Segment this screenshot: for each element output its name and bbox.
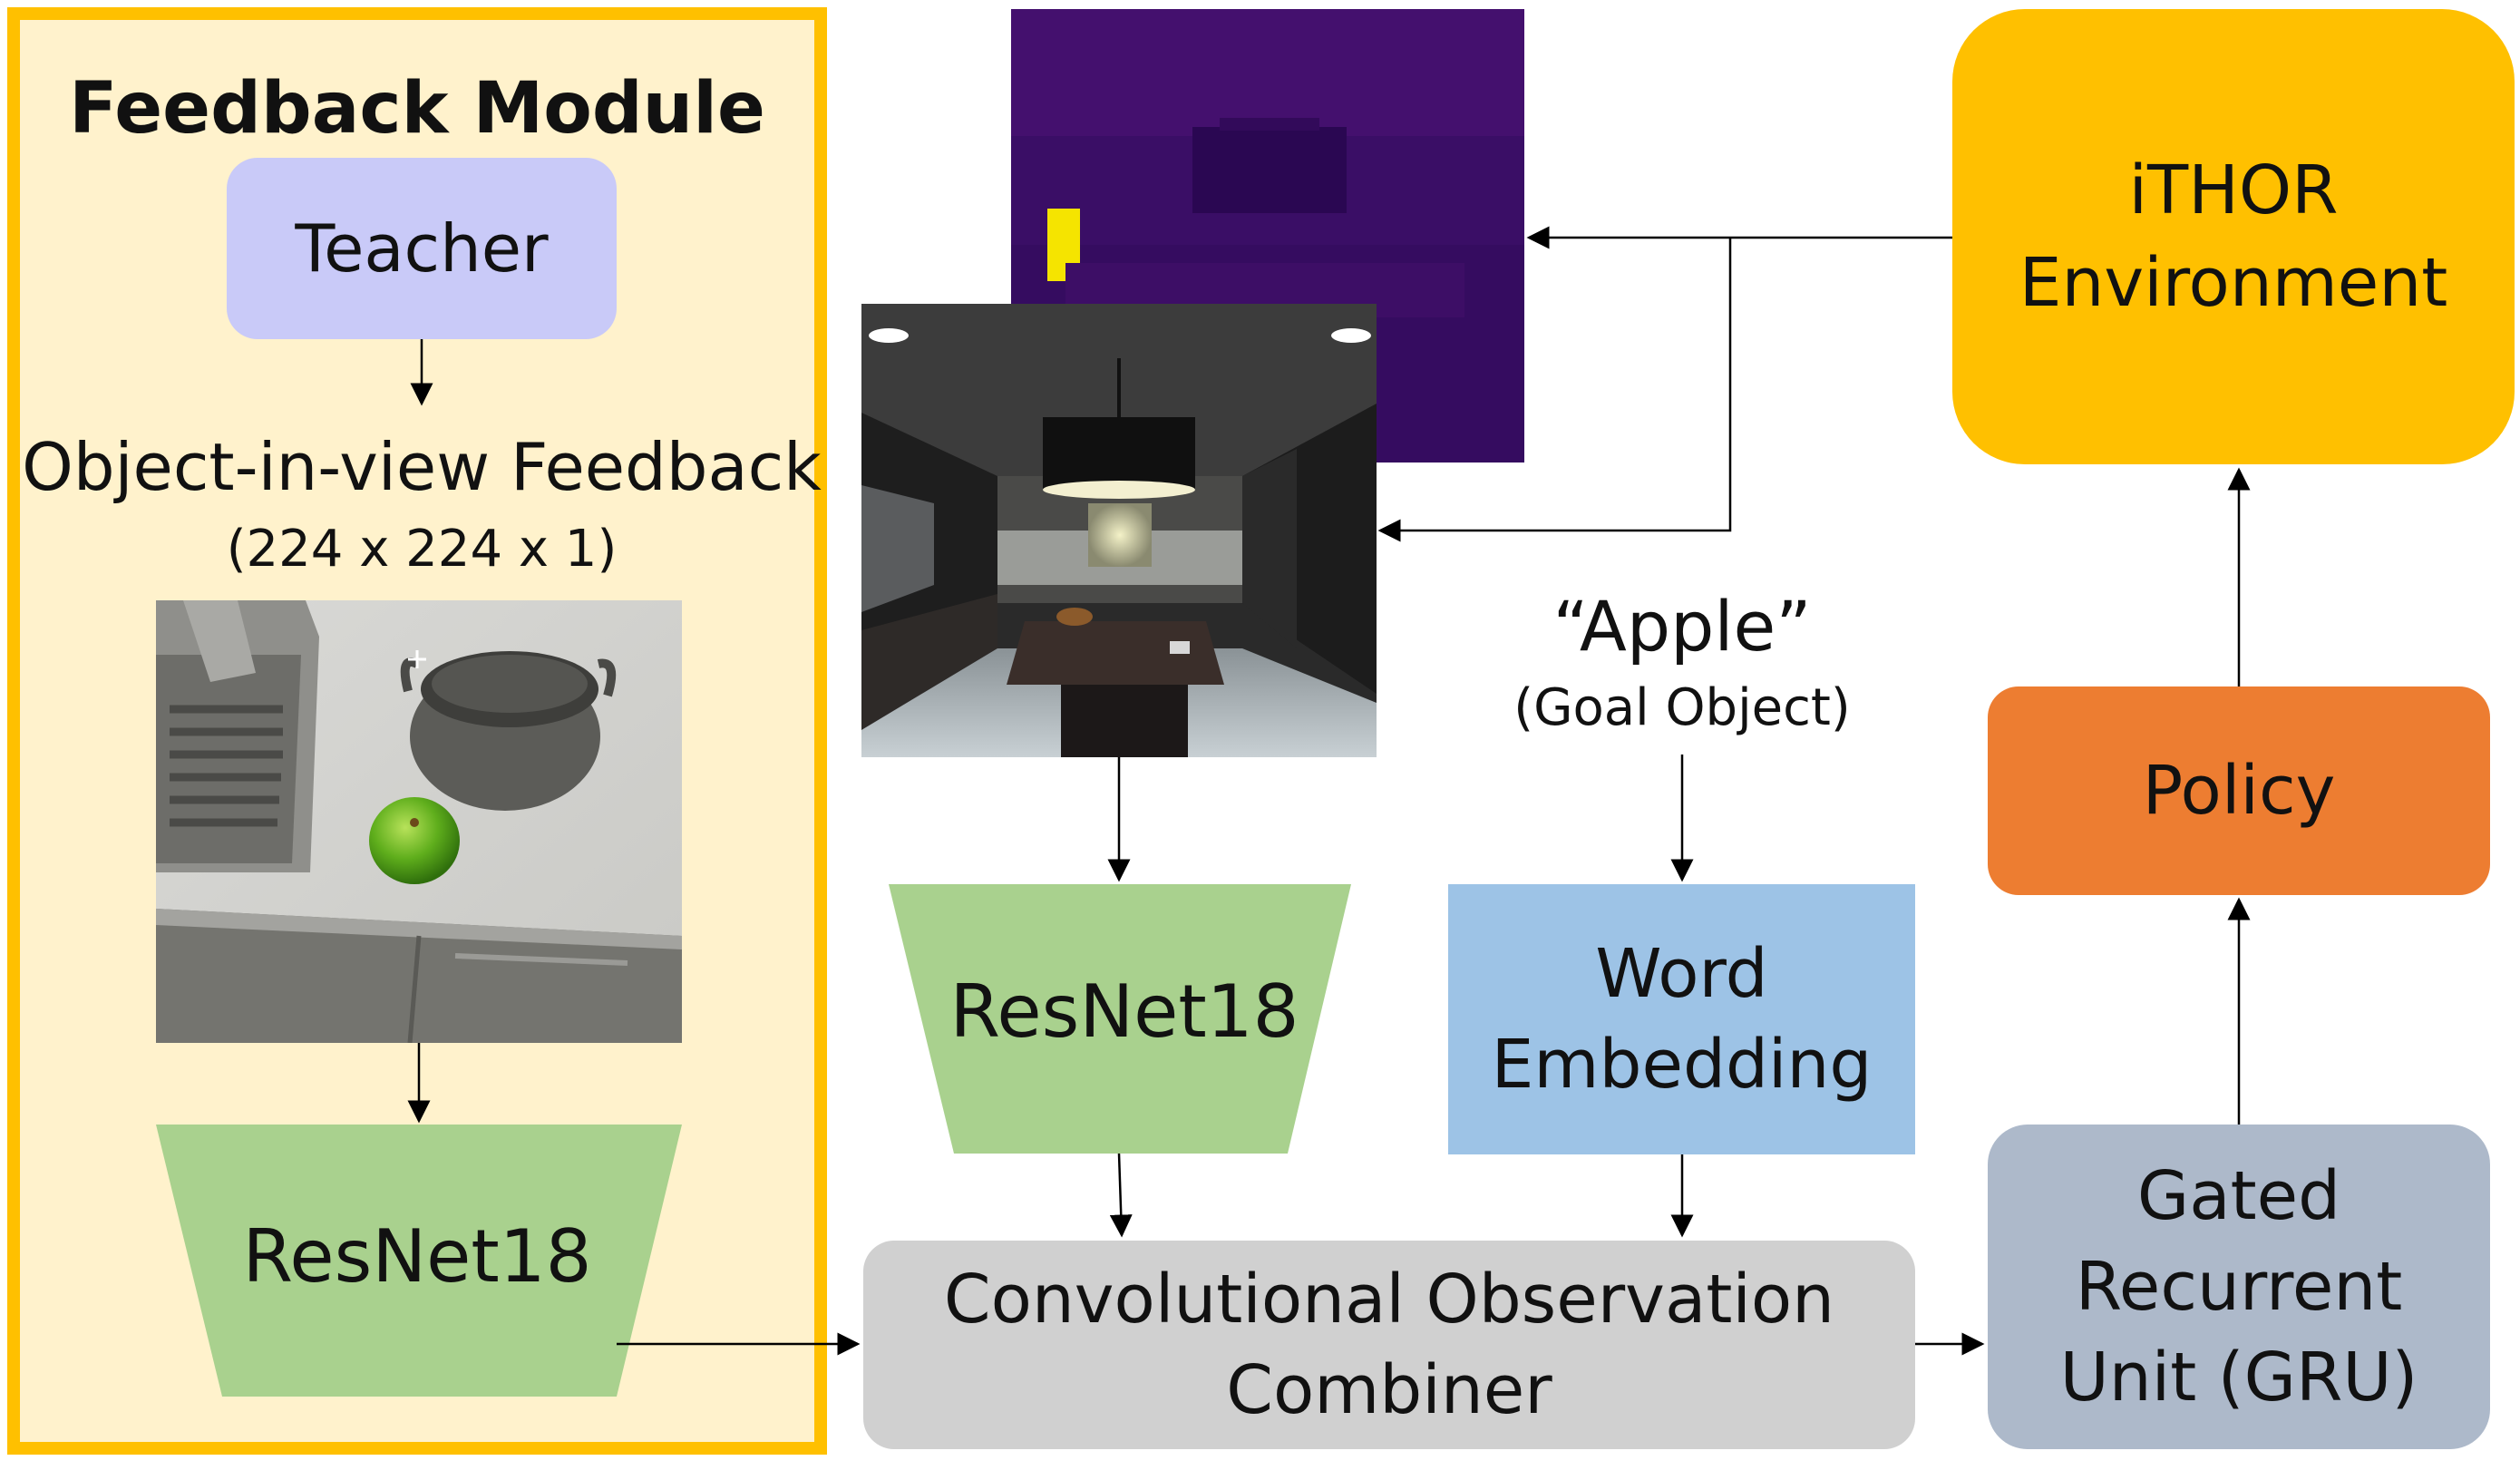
- rgb-observation-image: [861, 304, 1377, 757]
- goal-caption: (Goal Object): [1513, 677, 1851, 737]
- gru-line3: Unit (GRU): [2059, 1339, 2418, 1417]
- arrow-resnet-to-combiner: [1109, 1153, 1133, 1238]
- vision-resnet-trapezoid: [889, 884, 1351, 1154]
- gru-line2: Recurrent: [2075, 1248, 2403, 1326]
- object-in-view-feedback-label: Object-in-view Feedback: [22, 429, 822, 505]
- feedback-image-drawing: [156, 600, 682, 1043]
- word-embedding-box: Word Embedding: [1448, 884, 1915, 1154]
- gru-line1: Gated: [2136, 1157, 2341, 1235]
- ithor-environment-box: iTHOR Environment: [1952, 9, 2515, 464]
- arrow-environment-to-rgb: [1377, 238, 1732, 542]
- rgb-image-drawing: [861, 304, 1377, 757]
- combiner-line1: Convolutional Observation: [943, 1261, 1835, 1339]
- goal-word: “Apple”: [1552, 585, 1812, 667]
- word-embedding-line1: Word: [1595, 935, 1768, 1013]
- feedback-dimensions-label: (224 x 224 x 1): [226, 519, 618, 579]
- feedback-image: [156, 600, 682, 1043]
- word-embedding-line2: Embedding: [1491, 1026, 1873, 1104]
- combiner-line2: Combiner: [1226, 1351, 1552, 1429]
- feedback-module-title: Feedback Module: [69, 68, 765, 150]
- environment-line1: iTHOR: [2128, 151, 2339, 229]
- vision-resnet-label: ResNet18: [949, 969, 1299, 1054]
- gru-box: Gated Recurrent Unit (GRU): [1988, 1125, 2490, 1449]
- observation-combiner-box: Convolutional Observation Combiner: [863, 1241, 1915, 1449]
- feedback-resnet-trapezoid: [156, 1125, 682, 1397]
- teacher-box: Teacher: [227, 158, 617, 339]
- policy-box: Policy: [1988, 686, 2490, 895]
- feedback-resnet-label: ResNet18: [242, 1213, 592, 1299]
- environment-line2: Environment: [2019, 244, 2448, 322]
